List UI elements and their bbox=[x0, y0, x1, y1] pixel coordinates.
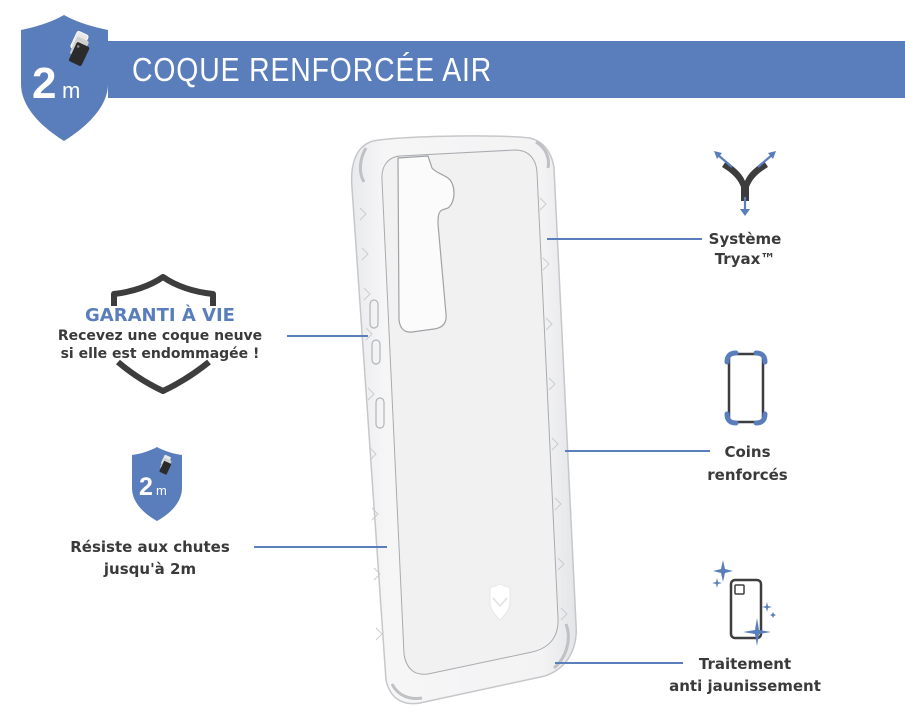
anti-yellowing-line2: anti jaunissement bbox=[669, 677, 821, 695]
clear-phone-case-image bbox=[340, 128, 590, 708]
connector-line-tryax bbox=[547, 238, 702, 240]
shield-icon: 2 m bbox=[21, 15, 108, 141]
anti-yellowing-line1: Traitement bbox=[698, 655, 792, 673]
tryax-y-arrows-icon bbox=[714, 151, 776, 216]
corners-line1: Coins bbox=[724, 443, 771, 461]
tryax-line1: Système bbox=[708, 230, 782, 248]
anti-yellowing-feature: Traitement anti jaunissement bbox=[655, 556, 835, 706]
drop-2m-shield-icon: 2 m bbox=[132, 447, 182, 521]
drop-2m-badge: 2 m bbox=[18, 14, 111, 142]
guarantee-line1: Recevez une coque neuve bbox=[57, 328, 263, 344]
drop-line2: jusqu'à 2m bbox=[103, 560, 197, 578]
svg-text:2: 2 bbox=[139, 473, 153, 501]
drop-feature: 2 m Résiste aux chutes jusqu'à 2m bbox=[60, 446, 240, 586]
corners-feature: Coins renforcés bbox=[690, 348, 805, 488]
drop-line1: Résiste aux chutes bbox=[70, 538, 230, 556]
brand-logo-icon bbox=[489, 583, 511, 621]
guarantee-title: GARANTI À VIE bbox=[85, 305, 235, 326]
connector-line-corners bbox=[565, 450, 710, 452]
guarantee-line2: si elle est endommagée ! bbox=[60, 346, 260, 362]
header-banner bbox=[108, 41, 905, 98]
corners-line2: renforcés bbox=[707, 466, 788, 484]
falling-phones-icon bbox=[68, 31, 90, 66]
guarantee-feature: GARANTI À VIE Recevez une coque neuve si… bbox=[30, 272, 290, 397]
badge-unit: m bbox=[62, 78, 80, 103]
connector-line-drop bbox=[254, 546, 387, 548]
svg-text:m: m bbox=[156, 483, 167, 498]
page-title: COQUE RENFORCÉE AIR bbox=[132, 51, 493, 88]
badge-number: 2 bbox=[32, 59, 56, 108]
outline-shield-icon bbox=[111, 274, 216, 394]
connector-line-anti-yellowing bbox=[555, 662, 683, 664]
connector-line-guarantee bbox=[287, 335, 368, 337]
reinforced-corners-phone-icon bbox=[724, 350, 768, 426]
tryax-feature: Système Tryax™ bbox=[690, 145, 800, 275]
sparkle-phone-icon bbox=[712, 560, 776, 646]
tryax-line2: Tryax™ bbox=[714, 250, 776, 268]
